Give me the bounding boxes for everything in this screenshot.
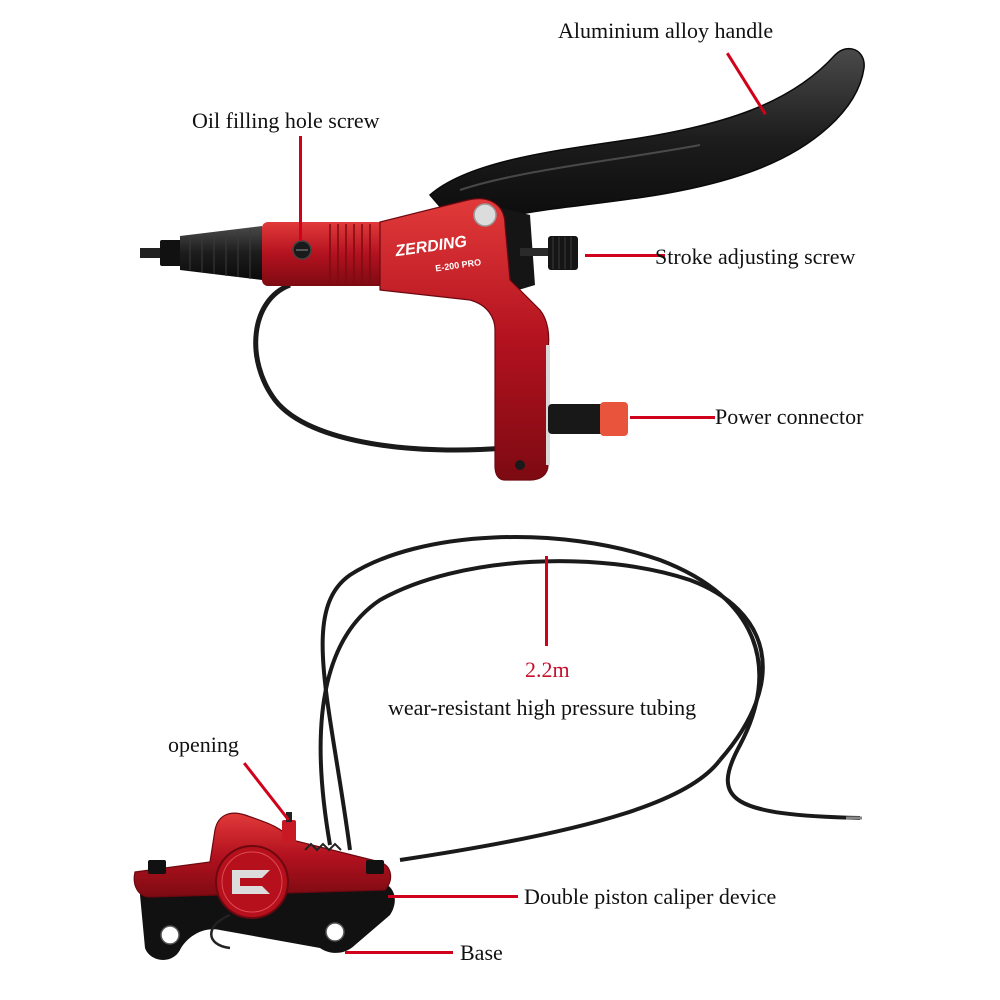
bleed-spring (304, 842, 342, 852)
leader-oil-screw (299, 136, 302, 241)
caliper-wire (210, 913, 231, 950)
leader-caliper (388, 895, 518, 898)
emblem-logo (232, 870, 270, 894)
label-caliper-device: Double piston caliper device (524, 884, 777, 909)
handle-blade (428, 47, 865, 233)
base-hole-right (325, 922, 345, 942)
label-stroke-adjusting-screw: Stroke adjusting screw (655, 244, 856, 269)
push-rod-tip (140, 248, 164, 258)
handle-blade-highlight (459, 144, 701, 191)
brake-lever (140, 47, 865, 481)
sleeve-knurl (189, 228, 251, 279)
label-tubing-description: wear-resistant high pressure tubing (388, 695, 697, 720)
label-aluminium-handle: Aluminium alloy handle (558, 18, 774, 43)
push-rod-nut (160, 240, 182, 266)
brake-caliper (133, 812, 395, 960)
tubing-tail (399, 758, 722, 862)
stroke-screw-shaft (520, 248, 552, 256)
label-oil-filling-screw: Oil filling hole screw (192, 108, 380, 133)
base-hole-left (160, 925, 180, 945)
label-opening: opening (168, 732, 239, 757)
label-power-connector: Power connector (715, 404, 864, 429)
leader-power-connector (630, 416, 715, 419)
pivot-bolt (473, 203, 497, 227)
label-tubing-length: 2.2m (525, 657, 570, 682)
tubing-loop-outer (320, 535, 861, 851)
lever-body (379, 198, 550, 481)
lever-clamp-hole (515, 460, 525, 470)
leader-tubing (545, 556, 548, 646)
lever-wire (253, 282, 506, 453)
caliper-bolt-left (148, 860, 166, 874)
power-connector-tip (600, 402, 628, 436)
leader-stroke-screw (585, 254, 665, 257)
label-base: Base (460, 940, 503, 965)
hydraulic-tubing (318, 535, 862, 862)
black-sleeve (180, 226, 262, 280)
cylinder-grooves (329, 224, 371, 284)
caliper-emblem (215, 845, 289, 919)
caliper-bolt-right (366, 860, 384, 874)
tubing-loop-inner (318, 559, 765, 846)
leader-base (345, 951, 453, 954)
opening-nozzle (282, 820, 296, 842)
power-connector-body (548, 404, 604, 434)
master-cylinder (262, 222, 387, 286)
